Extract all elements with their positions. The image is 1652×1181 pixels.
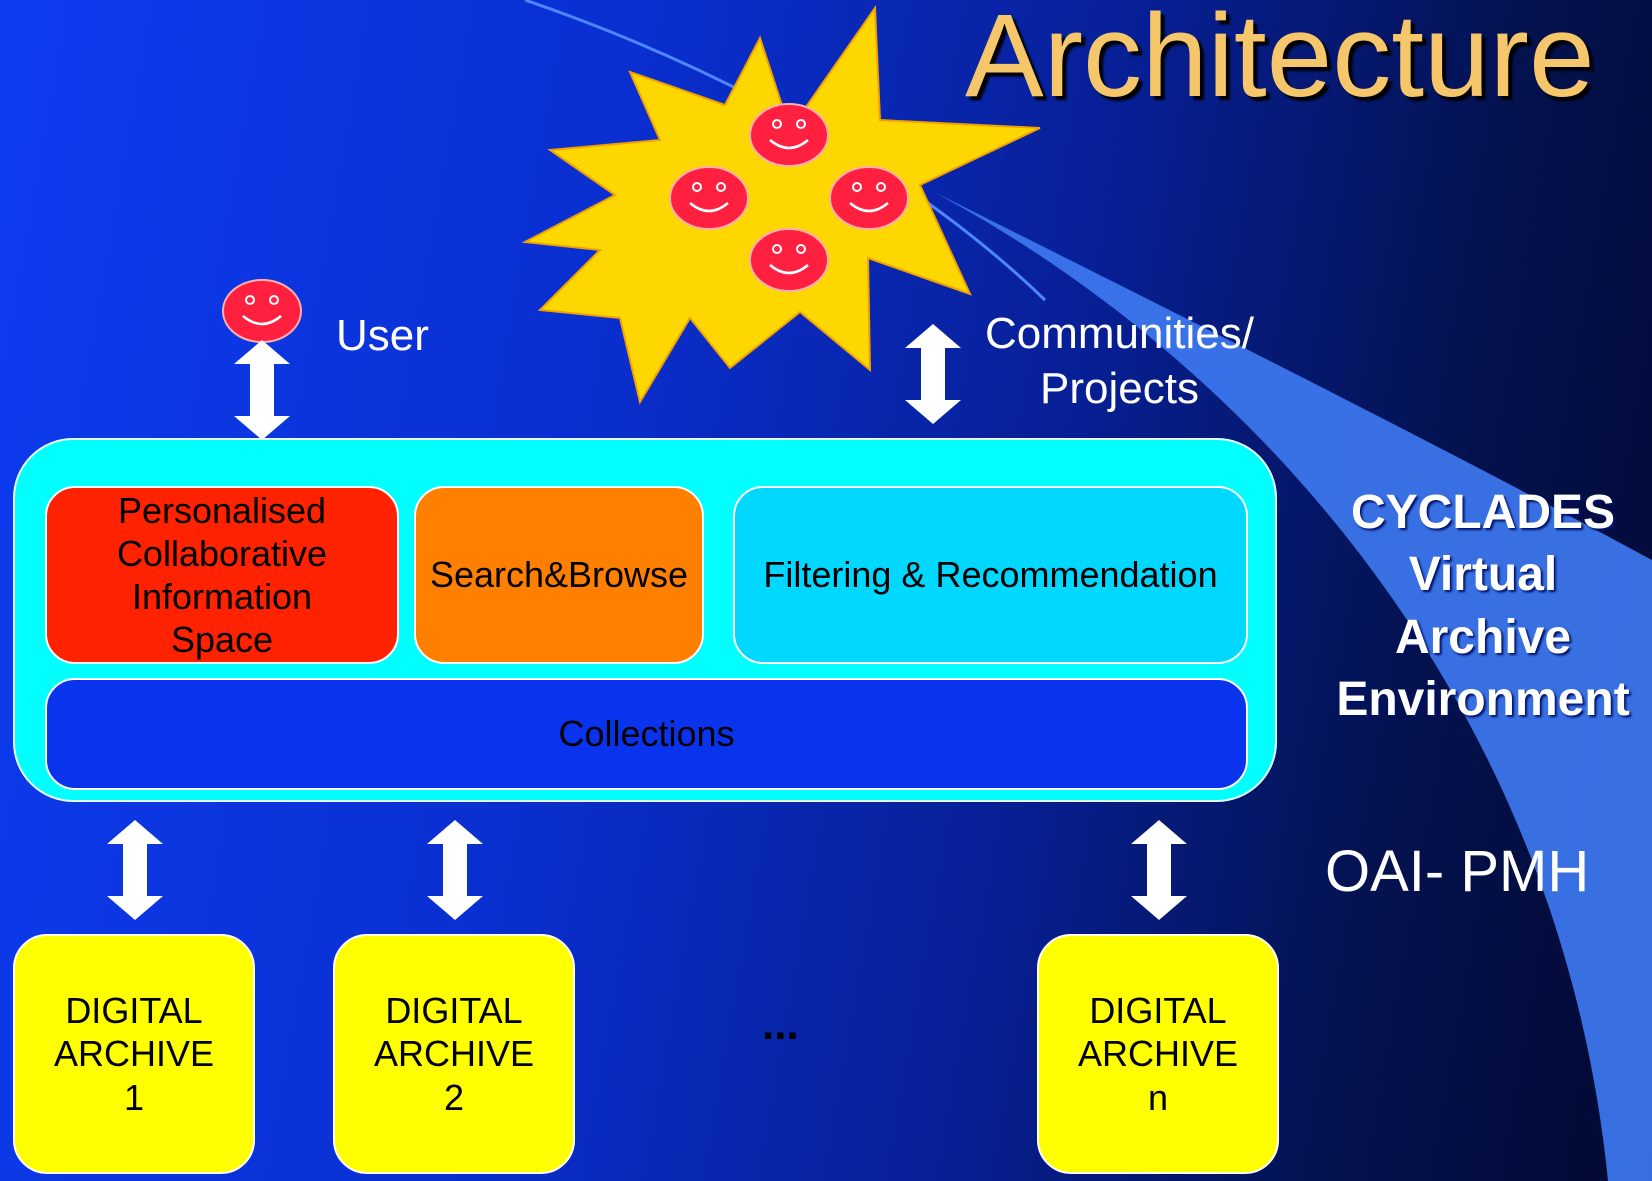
environment-label: CYCLADES Virtual Archive Environment	[1318, 482, 1648, 732]
communities-label-line1: Communities/	[985, 309, 1254, 358]
virtual-archive-container: Personalised Collaborative Information S…	[13, 438, 1277, 802]
personalised-space-module[interactable]: Personalised Collaborative Information S…	[45, 486, 399, 664]
archive-id: 2	[443, 1076, 465, 1118]
smiley-face-icon	[748, 227, 830, 298]
user-face-icon	[220, 278, 304, 349]
user-label: User	[336, 311, 429, 360]
archive2-double-arrow-icon	[427, 820, 483, 920]
user-double-arrow-icon	[234, 340, 290, 440]
archive-line2: ARCHIVE	[53, 1033, 215, 1075]
slide-title: Architecture	[965, 0, 1595, 122]
more-archives-ellipsis: ...	[762, 1000, 799, 1049]
smiley-face-icon	[828, 165, 910, 236]
communities-label-line2: Projects	[1040, 364, 1199, 413]
communities-label: Communities/ Projects	[985, 306, 1254, 416]
environment-label-line1: CYCLADES	[1350, 486, 1616, 539]
communities-double-arrow-icon	[905, 324, 961, 424]
filtering-label: Filtering & Recommendation	[763, 554, 1218, 596]
digital-archive-2[interactable]: DIGITAL ARCHIVE 2	[333, 934, 575, 1174]
personalised-line1: Personalised	[117, 489, 327, 531]
environment-label-line4: Environment	[1336, 673, 1630, 727]
search-browse-label: Search&Browse	[429, 554, 689, 596]
search-browse-module[interactable]: Search&Browse	[414, 486, 704, 664]
collections-label: Collections	[558, 713, 735, 755]
archive-id: 1	[123, 1076, 145, 1118]
filtering-recommendation-module[interactable]: Filtering & Recommendation	[733, 486, 1248, 664]
light-beam	[930, 190, 1652, 1181]
environment-label-line2: Virtual	[1408, 548, 1558, 602]
sun-icon	[521, 5, 1041, 405]
smiley-face-icon	[668, 165, 750, 236]
personalised-line4: Space	[170, 619, 274, 661]
archive-line1: DIGITAL	[1089, 990, 1227, 1032]
smiley-face-icon	[748, 102, 830, 173]
environment-label-line3: Archive	[1394, 610, 1572, 664]
archive1-double-arrow-icon	[107, 820, 163, 920]
personalised-line2: Collaborative	[116, 532, 328, 574]
digital-archive-1[interactable]: DIGITAL ARCHIVE 1	[13, 934, 255, 1174]
archive-line2: ARCHIVE	[1077, 1033, 1239, 1075]
archive-line2: ARCHIVE	[373, 1033, 535, 1075]
protocol-label: OAI- PMH	[1325, 839, 1590, 904]
collections-module[interactable]: Collections	[45, 678, 1248, 790]
personalised-line3: Information	[131, 576, 313, 617]
archiven-double-arrow-icon	[1131, 820, 1187, 920]
archive-line1: DIGITAL	[65, 990, 203, 1032]
archive-line1: DIGITAL	[385, 990, 523, 1032]
digital-archive-n[interactable]: DIGITAL ARCHIVE n	[1037, 934, 1279, 1174]
archive-id: n	[1147, 1076, 1169, 1118]
